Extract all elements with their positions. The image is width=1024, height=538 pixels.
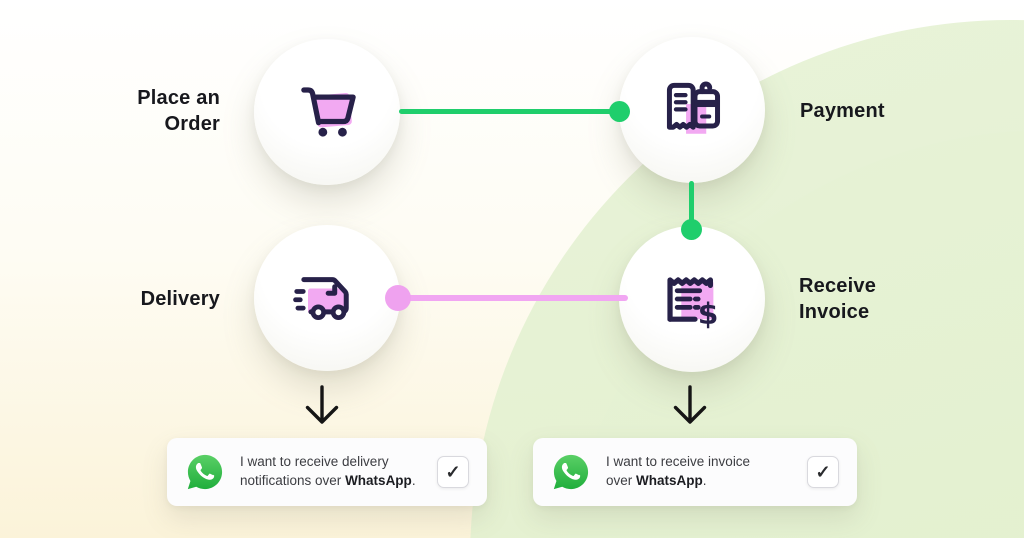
down-arrow-icon bbox=[305, 385, 339, 424]
payment-label: Payment bbox=[800, 100, 885, 122]
delivery-truck-icon bbox=[293, 277, 349, 320]
payment-receipt-icon bbox=[666, 81, 721, 134]
optin-text-period: . bbox=[411, 473, 416, 488]
step-node-receive-invoice: $ bbox=[619, 226, 765, 372]
delivery-label: Delivery bbox=[140, 288, 220, 310]
whatsapp-brand-text: WhatsApp bbox=[345, 473, 412, 488]
step-node-payment bbox=[619, 37, 765, 183]
step-node-delivery bbox=[254, 225, 400, 371]
optin-text-line2: over bbox=[606, 473, 637, 488]
whatsapp-brand-text: WhatsApp bbox=[636, 473, 703, 488]
delivery-whatsapp-checkbox[interactable]: ✓ bbox=[437, 456, 469, 488]
connector-pink-dot bbox=[385, 285, 411, 311]
checkmark-icon: ✓ bbox=[815, 461, 831, 482]
svg-text:$: $ bbox=[698, 296, 719, 331]
cart-icon bbox=[301, 87, 356, 137]
connector-green-dot bbox=[609, 101, 630, 122]
step-node-place-order bbox=[254, 39, 400, 185]
whatsapp-icon bbox=[553, 454, 589, 490]
invoice-icon: $ bbox=[667, 277, 719, 331]
invoice-whatsapp-optin-card: I want to receive invoice over WhatsApp.… bbox=[533, 438, 857, 506]
delivery-whatsapp-optin-card: I want to receive delivery notifications… bbox=[167, 438, 487, 506]
optin-text-period: . bbox=[702, 473, 707, 488]
down-arrow-icon bbox=[673, 385, 707, 424]
invoice-whatsapp-checkbox[interactable]: ✓ bbox=[807, 456, 839, 488]
connector-delivery-to-invoice bbox=[398, 295, 628, 301]
whatsapp-icon bbox=[187, 454, 223, 490]
connector-order-to-payment bbox=[399, 109, 620, 114]
invoice-optin-text: I want to receive invoice over WhatsApp. bbox=[606, 453, 792, 490]
delivery-optin-text: I want to receive delivery notifications… bbox=[240, 453, 422, 490]
connector-payment-to-invoice bbox=[689, 181, 694, 229]
optin-text-line1: I want to receive invoice bbox=[606, 454, 751, 470]
optin-text-line1: I want to receive delivery bbox=[240, 454, 389, 470]
optin-text-line2: notifications over bbox=[240, 473, 346, 488]
checkmark-icon: ✓ bbox=[445, 461, 461, 482]
connector-green-dot bbox=[681, 219, 702, 240]
receive-invoice-label: Receive Invoice bbox=[799, 275, 877, 323]
place-order-label: Place an Order bbox=[137, 87, 220, 135]
